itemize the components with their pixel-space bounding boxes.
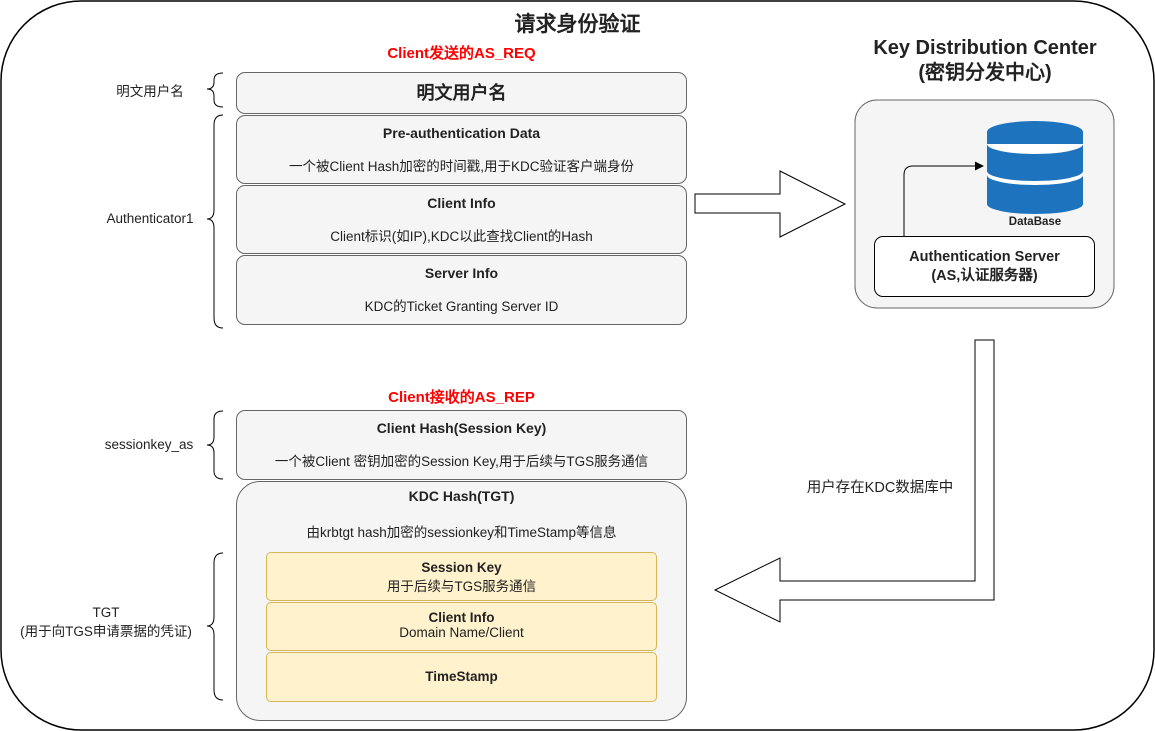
database-label: DataBase [1008, 216, 1062, 228]
kdc-title: Key Distribution Center (密钥分发中心) [835, 36, 1135, 86]
pre-auth-desc: 一个被Client Hash加密的时间戳,用于KDC验证客户端身份 [288, 159, 635, 174]
arrow-caption: 用户存在KDC数据库中 [806, 480, 954, 496]
tgt-timestamp-heading: TimeStamp [425, 669, 498, 684]
authentication-server-box: Authentication Server (AS,认证服务器) [874, 236, 1095, 297]
database-icon [987, 121, 1083, 214]
client-info-desc: Client标识(如IP),KDC以此查找Client的Hash [330, 229, 593, 244]
username-box-label: 明文用户名 [416, 83, 507, 103]
reply-arrow [713, 339, 995, 623]
label-authenticator: Authenticator1 [106, 211, 194, 226]
server-info-desc: KDC的Ticket Granting Server ID [364, 299, 559, 314]
pre-auth-box: Pre-authentication Data 一个被Client Hash加密… [236, 115, 687, 184]
label-tgt: TGT (用于向TGS申请票据的凭证) [0, 603, 212, 641]
server-info-heading: Server Info [424, 265, 499, 281]
kdc-title-line2: (密钥分发中心) [918, 62, 1052, 84]
connector-arrowhead [975, 161, 984, 171]
pre-auth-heading: Pre-authentication Data [382, 125, 541, 141]
brace-tgt [206, 552, 224, 701]
brace-authenticator [206, 114, 224, 329]
label-tgt-line1: TGT [92, 605, 120, 620]
kdc-title-line1: Key Distribution Center [873, 37, 1097, 59]
tgt-client-info: Client Info Domain Name/Client [266, 602, 657, 651]
kdc-hash-heading: KDC Hash(TGT) [408, 488, 515, 504]
label-username: 明文用户名 [116, 84, 184, 99]
label-sessionkey: sessionkey_as [104, 437, 194, 452]
label-tgt-line2: (用于向TGS申请票据的凭证) [20, 624, 192, 639]
as-req-title: Client发送的AS_REQ [387, 45, 536, 62]
client-info-box: Client Info Client标识(如IP),KDC以此查找Client的… [236, 185, 687, 254]
tgt-client-info-desc: Domain Name/Client [399, 625, 524, 640]
client-hash-desc: 一个被Client 密钥加密的Session Key,用于后续与TGS服务通信 [274, 454, 649, 469]
tgt-timestamp: TimeStamp [266, 652, 657, 702]
as-line2: (AS,认证服务器) [931, 268, 1038, 284]
request-arrow [694, 170, 847, 238]
server-info-box: Server Info KDC的Ticket Granting Server I… [236, 255, 687, 325]
page-title: 请求身份验证 [514, 13, 641, 36]
as-rep-title: Client接收的AS_REP [388, 389, 535, 406]
brace-username [206, 72, 224, 108]
client-hash-heading: Client Hash(Session Key) [376, 420, 547, 436]
kdc-hash-desc: 由krbtgt hash加密的sessionkey和TimeStamp等信息 [306, 525, 617, 540]
brace-sessionkey [206, 410, 224, 480]
as-line1: Authentication Server [909, 249, 1060, 265]
tgt-session-key-desc: 用于后续与TGS服务通信 [386, 579, 537, 594]
tgt-session-key: Session Key 用于后续与TGS服务通信 [266, 552, 657, 601]
as-db-connector [903, 165, 977, 237]
tgt-client-info-heading: Client Info [428, 610, 495, 625]
username-box: 明文用户名 [236, 72, 687, 114]
client-info-heading: Client Info [427, 195, 496, 211]
tgt-session-key-heading: Session Key [421, 560, 502, 575]
client-hash-box: Client Hash(Session Key) 一个被Client 密钥加密的… [236, 410, 687, 480]
